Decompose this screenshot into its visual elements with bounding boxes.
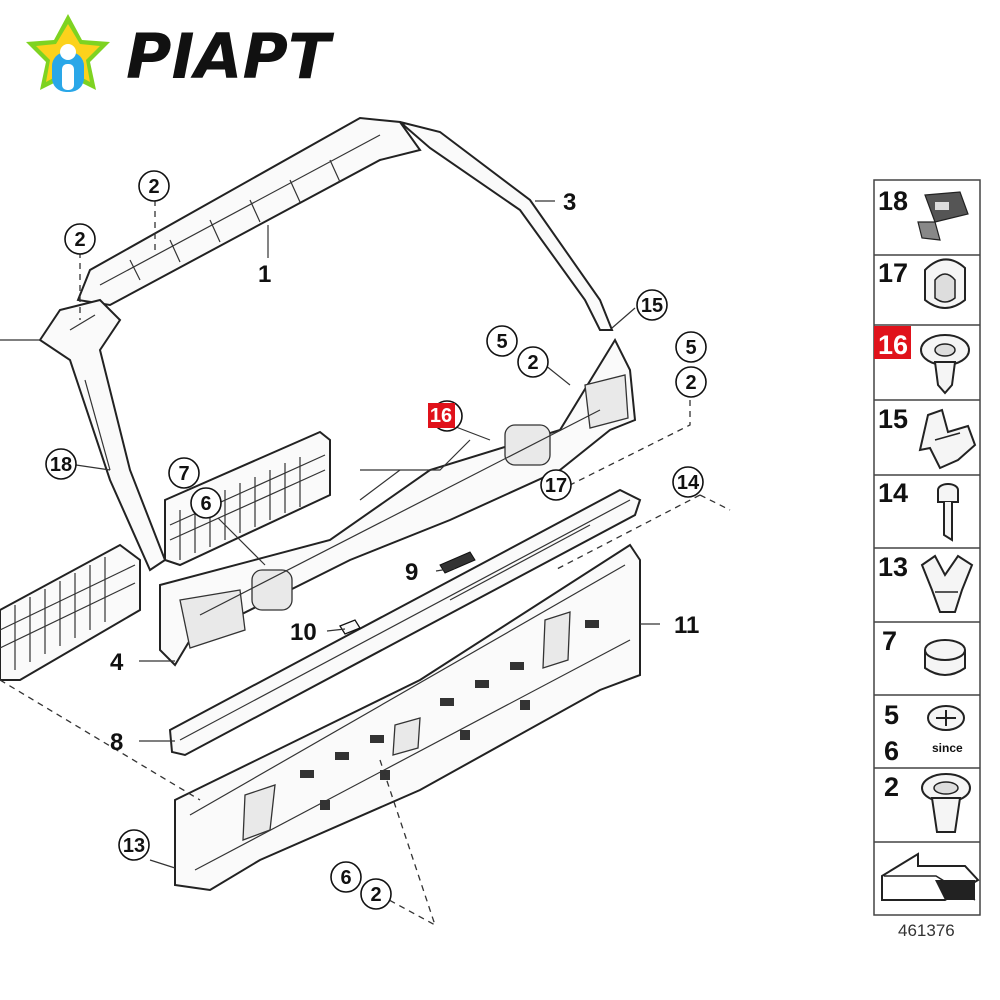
callout-2b: 2 [64,223,96,255]
svg-text:5: 5 [496,331,507,353]
callouts: 2 2 18 7 6 5 2 15 5 2 17 14 13 6 2 16 [45,170,707,910]
svg-text:17: 17 [878,258,908,288]
left-grille-panels [0,430,331,681]
label-8: 8 [110,729,123,756]
legend-item-16: 16 [874,326,970,395]
legend-item-14: 14 [878,478,959,542]
svg-text:16: 16 [430,405,452,427]
svg-text:14: 14 [878,478,908,508]
svg-text:13: 13 [123,835,145,857]
legend-item-5-6: 5 6 since [884,700,965,766]
cap-icon [924,639,966,676]
label-9: 9 [405,559,418,586]
callout-5b: 5 [675,331,707,363]
svg-text:6: 6 [200,493,211,515]
legend-item-2: 2 [884,772,971,833]
legend-item-18: 18 [878,186,969,241]
legend-item-17: 17 [878,258,966,309]
callout-6b: 6 [330,861,362,893]
legend-item-13: 13 [878,552,974,613]
brand-logo: PIAPT [26,14,335,93]
push-rivet-icon [920,334,970,395]
svg-text:13: 13 [878,552,908,582]
svg-text:17: 17 [545,475,567,497]
svg-text:14: 14 [677,472,700,494]
orientation-arrow-icon [881,852,980,901]
svg-text:2: 2 [884,772,899,802]
svg-text:2: 2 [74,229,85,251]
label-10: 10 [290,619,317,646]
callout-16-highlight: 16 [428,400,463,432]
svg-text:7: 7 [178,463,189,485]
retaining-clip-icon [920,554,974,613]
svg-text:6: 6 [340,867,351,889]
callout-13: 13 [118,829,150,861]
brand-name: PIAPT [126,20,335,93]
svg-text:2: 2 [370,884,381,906]
plug-pin-icon [937,483,959,542]
legend-note-since: since [932,741,963,755]
callout-17: 17 [540,469,572,501]
clip-bracket-icon [917,191,969,241]
rail-strip [168,488,642,757]
label-1: 1 [258,261,271,288]
callout-6a: 6 [190,487,222,519]
parts-legend: 18 17 16 15 [873,179,981,916]
leader-lines [75,200,660,869]
legend-item-15: 15 [878,404,977,470]
callout-2e: 2 [360,878,392,910]
carrier-panel [174,543,641,892]
svg-text:5: 5 [685,337,696,359]
lower-trim-panel [159,337,637,667]
svg-text:2: 2 [148,176,159,198]
diagram-number: 461376 [898,921,955,940]
svg-text:18: 18 [878,186,908,216]
callout-2c: 2 [517,346,549,378]
svg-text:16: 16 [878,330,908,360]
svg-text:15: 15 [641,295,663,317]
callout-14: 14 [672,466,704,498]
label-11: 11 [674,612,699,639]
upper-trim-panel [0,116,614,572]
screw-head-icon [927,705,965,731]
grommet-icon [924,258,966,309]
expansion-nut-icon [921,773,971,833]
label-4: 4 [110,649,124,676]
svg-text:7: 7 [882,626,897,656]
svg-text:2: 2 [685,372,696,394]
part-labels: 1 3 4 8 9 10 11 [110,189,699,756]
label-3: 3 [563,189,576,216]
small-part-10 [339,619,361,635]
assembly-lines [0,400,731,926]
callout-15: 15 [636,289,668,321]
spring-clip-icon [918,408,977,470]
callout-2d: 2 [675,366,707,398]
svg-text:5: 5 [884,700,899,730]
svg-text:2: 2 [527,352,538,374]
svg-text:15: 15 [878,404,908,434]
svg-text:6: 6 [884,736,899,766]
callout-18: 18 [45,448,77,480]
callout-7: 7 [168,457,200,489]
star-icon [26,14,110,92]
legend-item-7: 7 [882,626,966,676]
svg-text:18: 18 [50,454,72,476]
callout-2a: 2 [138,170,170,202]
callout-5a: 5 [486,325,518,357]
